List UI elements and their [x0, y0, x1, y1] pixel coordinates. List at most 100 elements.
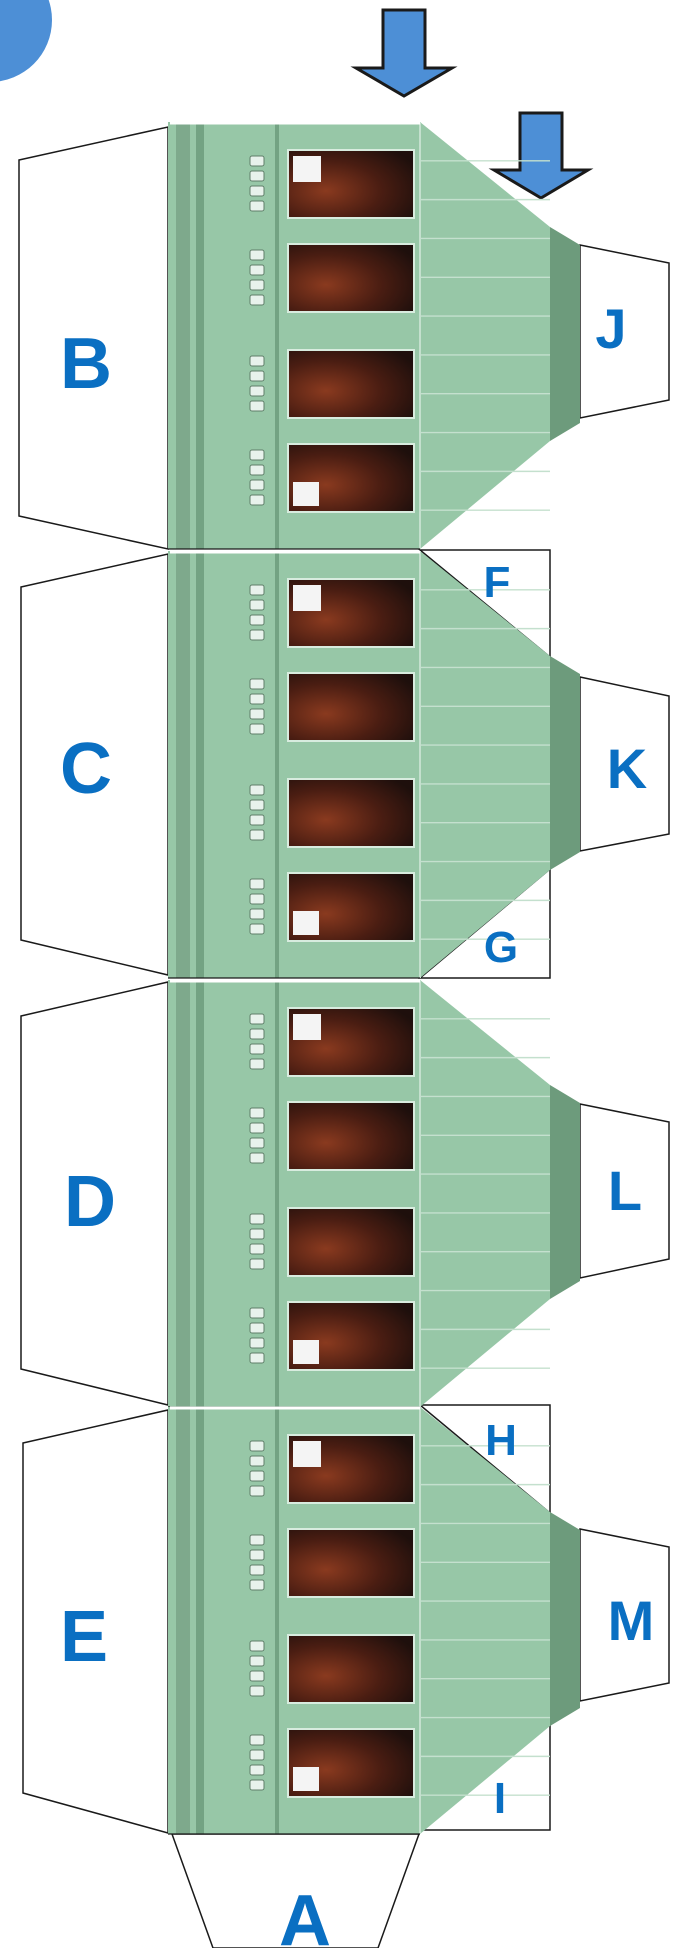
car-panel-3-door-mark — [249, 1322, 265, 1334]
car-panel-4-door-mark — [249, 1655, 265, 1667]
car-panel-1-window-light — [293, 156, 321, 182]
car-panel-3-door-mark — [249, 1028, 265, 1040]
car-panel-3-door-mark — [249, 1152, 265, 1164]
car-panel-4-slope — [420, 1407, 550, 1834]
car-panel-4-door-mark — [249, 1749, 265, 1761]
car-panel-2-door-mark — [249, 829, 265, 841]
car-panel-3-door-mark — [249, 1107, 265, 1119]
down-arrow-icon — [350, 8, 458, 98]
car-panel-2-rail — [176, 551, 190, 978]
car-panel-3-window-light — [293, 1340, 319, 1364]
car-panel-1-door-mark — [249, 494, 265, 506]
car-panel-4-door-mark — [249, 1549, 265, 1561]
car-panel-1-door-mark — [249, 249, 265, 261]
label-b: B — [60, 324, 112, 404]
car-panel-2-door-mark — [249, 693, 265, 705]
label-i: I — [494, 1774, 506, 1823]
car-panel-3-door-mark — [249, 1228, 265, 1240]
car-panel-2-door-mark — [249, 708, 265, 720]
car-panel-4-door-mark — [249, 1534, 265, 1546]
car-panel-3-window — [287, 1207, 415, 1277]
car-panel-3-divider — [275, 980, 279, 1407]
label-a: A — [279, 1881, 331, 1948]
car-panel-2-rail — [196, 551, 204, 978]
car-panel-1-door-mark — [249, 464, 265, 476]
car-panel-2-door-mark — [249, 923, 265, 935]
car-panel-1-divider — [275, 122, 279, 549]
car-panel-3-door-mark — [249, 1337, 265, 1349]
car-panel-3-rail — [176, 980, 190, 1407]
car-panel-1-rail — [196, 122, 204, 549]
label-m: M — [608, 1589, 655, 1652]
car-panel-4-window — [287, 1528, 415, 1598]
car-panel-4-door-mark — [249, 1779, 265, 1791]
car-panel-1-rail — [176, 122, 190, 549]
car-panel-2-end-strip — [550, 656, 580, 870]
car-panel-1-door-mark — [249, 400, 265, 412]
car-panel-4-rail — [176, 1407, 190, 1834]
car-panel-4-door-mark — [249, 1470, 265, 1482]
car-panel-3-rail — [196, 980, 204, 1407]
car-panel-3-door-mark — [249, 1243, 265, 1255]
car-panel-1-end-strip — [550, 227, 580, 441]
car-panel-1-door-mark — [249, 294, 265, 306]
car-panel-2-door-mark — [249, 784, 265, 796]
blue-circle-icon — [0, 0, 52, 82]
label-c: C — [60, 729, 112, 809]
car-panel-2-door-mark — [249, 723, 265, 735]
car-panel-4-door-mark — [249, 1734, 265, 1746]
car-panel-4-window-light — [293, 1767, 319, 1791]
car-panel-3-door-mark — [249, 1307, 265, 1319]
car-panel-1-door-mark — [249, 200, 265, 212]
car-panel-3-door-mark — [249, 1258, 265, 1270]
car-panel-1-slope — [420, 122, 550, 549]
car-panel-2-window — [287, 778, 415, 848]
car-panel-4-door-mark — [249, 1764, 265, 1776]
car-panel-4-door-mark — [249, 1564, 265, 1576]
car-panel-4-door-mark — [249, 1440, 265, 1452]
car-panel-2-window — [287, 672, 415, 742]
label-j: J — [595, 297, 626, 360]
car-panel-2-door-mark — [249, 678, 265, 690]
car-panel-4-door-mark — [249, 1485, 265, 1497]
car-panel-2-door-mark — [249, 584, 265, 596]
label-l: L — [608, 1159, 642, 1222]
car-panel-4-door-mark — [249, 1579, 265, 1591]
car-panel-4-window-light — [293, 1441, 321, 1467]
car-panel-3-slope — [420, 980, 550, 1407]
car-panel-3-door-mark — [249, 1213, 265, 1225]
car-panel-1-window — [287, 243, 415, 313]
car-panel-3-door-mark — [249, 1352, 265, 1364]
car-panel-4-door-mark — [249, 1670, 265, 1682]
car-panel-4-door-mark — [249, 1640, 265, 1652]
car-panel-4-door-mark — [249, 1455, 265, 1467]
car-panel-1-window-light — [293, 482, 319, 506]
car-panel-2-door-mark — [249, 893, 265, 905]
car-panel-1-door-mark — [249, 279, 265, 291]
car-panel-4-end-strip — [550, 1512, 580, 1726]
car-panel-2-door-mark — [249, 614, 265, 626]
car-panel-1-door-mark — [249, 170, 265, 182]
car-panels — [168, 121, 580, 1835]
car-panel-1-door-mark — [249, 355, 265, 367]
car-panel-2-window-light — [293, 911, 319, 935]
car-panel-2-door-mark — [249, 908, 265, 920]
car-panel-3-window — [287, 1101, 415, 1171]
car-panel-3-door-mark — [249, 1013, 265, 1025]
car-panel-1-window — [287, 349, 415, 419]
car-panel-1-door-mark — [249, 479, 265, 491]
car-panel-3-end-strip — [550, 1085, 580, 1299]
car-panel-1-door-mark — [249, 449, 265, 461]
car-panel-1-door-mark — [249, 185, 265, 197]
car-panel-2-door-mark — [249, 629, 265, 641]
label-k: K — [607, 737, 647, 800]
car-panel-2-door-mark — [249, 814, 265, 826]
car-panel-3-door-mark — [249, 1137, 265, 1149]
car-panel-4-rail — [196, 1407, 204, 1834]
car-panel-2-door-mark — [249, 599, 265, 611]
car-panel-1-door-mark — [249, 385, 265, 397]
car-panel-3-door-mark — [249, 1122, 265, 1134]
car-panel-2-window-light — [293, 585, 321, 611]
